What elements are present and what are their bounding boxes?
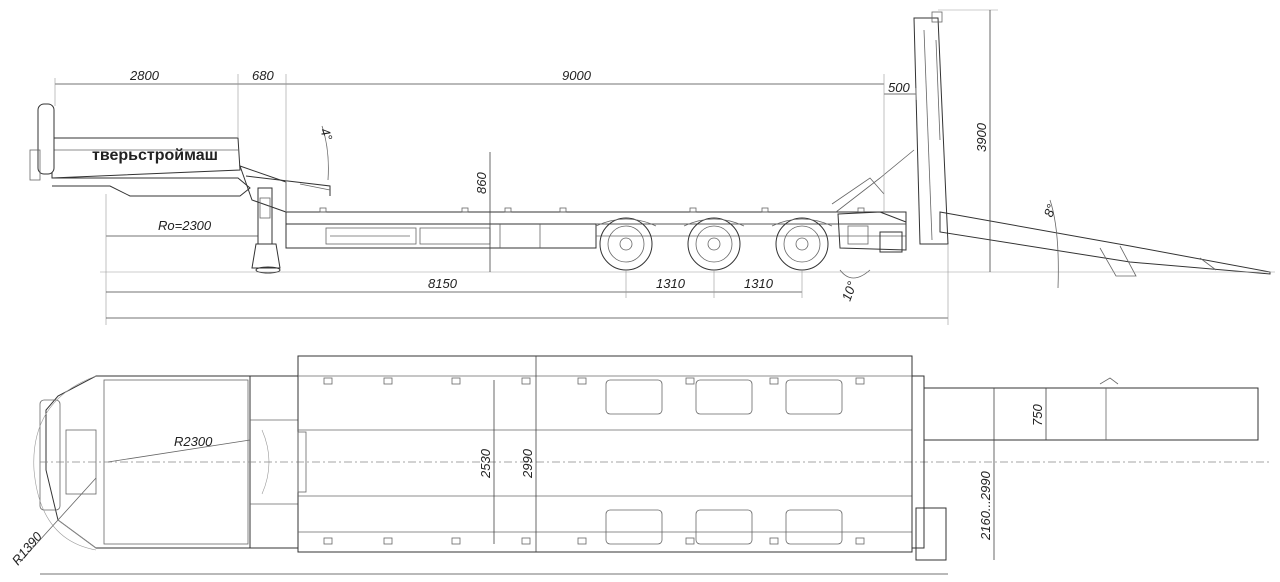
dim-r1390: R1390 bbox=[9, 528, 46, 568]
dim-500: 500 bbox=[888, 80, 910, 95]
dim-860: 860 bbox=[474, 172, 489, 194]
dim-9000: 9000 bbox=[562, 68, 592, 83]
dim-2160-2990: 2160...2990 bbox=[978, 471, 993, 541]
ramp-cylinder bbox=[835, 149, 915, 213]
dim-ro2300: Ro=2300 bbox=[158, 218, 212, 233]
dim-2990: 2990 bbox=[520, 448, 535, 479]
dim-3900: 3900 bbox=[974, 122, 989, 152]
ramp-hinge bbox=[915, 507, 947, 561]
neck-brace bbox=[245, 175, 331, 196]
main-deck-plan bbox=[297, 355, 913, 553]
gooseneck-lower bbox=[52, 177, 251, 197]
dim-750: 750 bbox=[1030, 404, 1045, 426]
ramp-plan bbox=[923, 387, 1259, 441]
dim-1310-a: 1310 bbox=[656, 276, 686, 291]
dim-2530: 2530 bbox=[478, 448, 493, 479]
ramp-lowered bbox=[939, 211, 1271, 275]
dim-2800: 2800 bbox=[129, 68, 160, 83]
axle-3 bbox=[775, 217, 829, 271]
brand-label: тверьстроймаш bbox=[92, 147, 218, 164]
swing-arc bbox=[33, 375, 97, 551]
angle-4: 4° bbox=[317, 126, 335, 143]
spare-tank bbox=[37, 103, 55, 175]
dim-1310-b: 1310 bbox=[744, 276, 774, 291]
axle-2 bbox=[687, 217, 741, 271]
neck-plan bbox=[249, 375, 299, 549]
dim-680: 680 bbox=[252, 68, 274, 83]
angle-8: 8° bbox=[1041, 202, 1059, 219]
axle-1 bbox=[599, 217, 653, 271]
main-deck bbox=[285, 211, 907, 225]
dim-8150: 8150 bbox=[428, 276, 458, 291]
side-view: тверьстроймаш bbox=[29, 9, 1275, 325]
top-view: 2530 2990 750 2160...2990 R2300 R1390 bbox=[9, 355, 1270, 575]
dim-r2300: R2300 bbox=[174, 434, 213, 449]
angle-10: 10° bbox=[839, 279, 860, 303]
rear-section bbox=[837, 211, 907, 251]
neck bbox=[239, 165, 287, 213]
